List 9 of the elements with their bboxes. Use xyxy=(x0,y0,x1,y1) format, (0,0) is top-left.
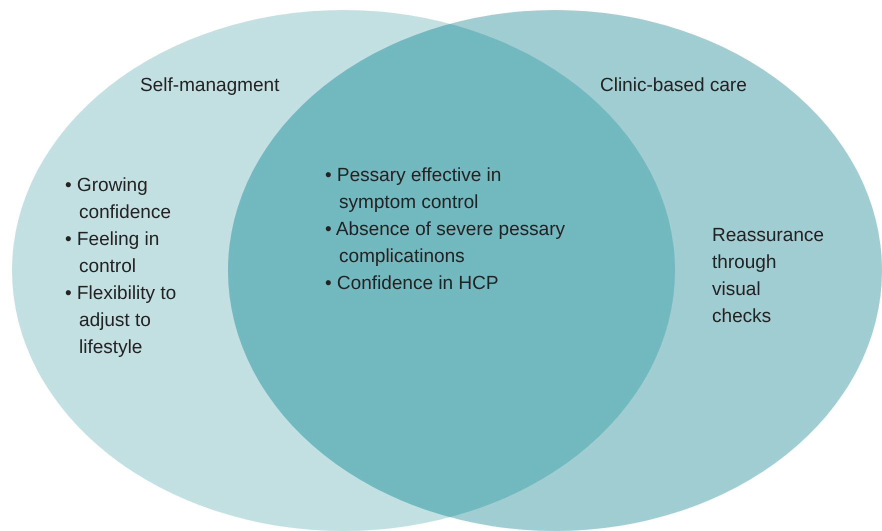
bullet-item: • Growing confidence xyxy=(65,174,172,225)
bullet-item: • Absence of severe pessary complicatinons xyxy=(325,218,566,269)
bullet-item: • Feeling in control xyxy=(65,228,160,279)
bullet-item: • Flexibility to adjust to lifestyle xyxy=(65,282,178,360)
set-heading: Self-managment xyxy=(140,74,280,98)
set-description: Reassurance through visual checks xyxy=(712,224,825,329)
bullet-item: • Confidence in HCP xyxy=(325,272,500,296)
bullet-item: • Pessary effective in symptom control xyxy=(325,164,502,215)
set-heading: Clinic-based care xyxy=(600,74,747,98)
